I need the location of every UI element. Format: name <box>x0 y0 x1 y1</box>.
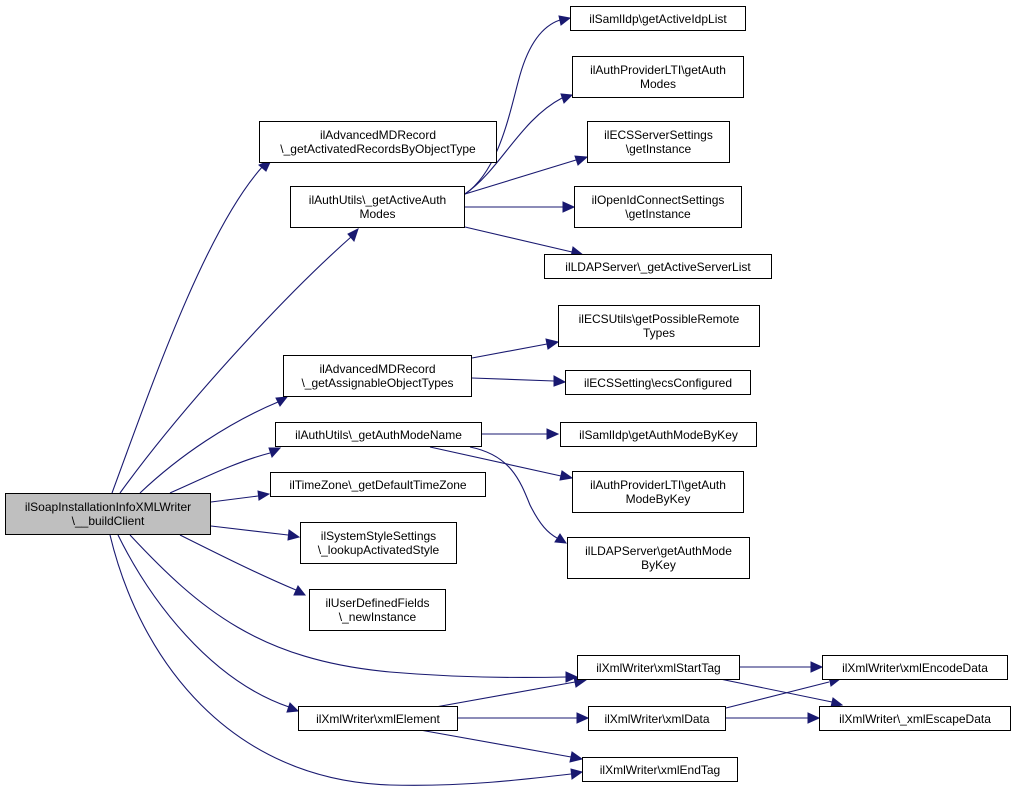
edge-xml_data-xml_escape <box>726 712 821 724</box>
node-label: ilXmlWriter\_xmlEscapeData <box>839 711 991 726</box>
edge-au_modename-lti_bykey <box>429 446 574 481</box>
node-label: ilSystemStyleSettings <box>320 529 437 543</box>
node-samlidp-getactiveidplist[interactable]: ilSamlIdp\getActiveIdpList <box>570 6 746 31</box>
edge-amd_assign-ecs_conf <box>471 375 567 387</box>
node-openidconnectsettings-getinstance[interactable]: ilOpenIdConnectSettings \getInstance <box>574 186 742 228</box>
node-userdefinedfields-newinstance[interactable]: ilUserDefinedFields \_newInstance <box>309 589 446 631</box>
node-xmlwriter-xmlstarttag[interactable]: ilXmlWriter\xmlStartTag <box>577 655 740 680</box>
node-label: ByKey <box>641 558 676 572</box>
node-label: ilLDAPServer\getAuthMode <box>585 544 732 558</box>
node-label: ilTimeZone\_getDefaultTimeZone <box>289 477 467 492</box>
edge-au_getact-lti_modes <box>464 93 574 195</box>
node-xmlwriter-xmlescapedata[interactable]: ilXmlWriter\_xmlEscapeData <box>819 706 1011 731</box>
node-label: Types <box>642 326 675 340</box>
edge-root-au_modename <box>169 447 282 494</box>
node-ldapserver-getactiveserverlist[interactable]: ilLDAPServer\_getActiveServerList <box>544 254 772 279</box>
node-label: ilSamlIdp\getAuthModeByKey <box>579 427 738 442</box>
node-label: ilXmlWriter\xmlData <box>604 711 710 726</box>
node-xmlwriter-xmldata[interactable]: ilXmlWriter\xmlData <box>588 706 726 731</box>
node-label: ilXmlWriter\xmlEndTag <box>599 762 721 777</box>
node-label: \_lookupActivatedStyle <box>317 543 440 557</box>
edge-root-xml_end <box>109 534 584 786</box>
node-xmlwriter-xmlelement[interactable]: ilXmlWriter\xmlElement <box>298 706 458 731</box>
node-label: ilAuthUtils\_getActiveAuth <box>308 193 447 207</box>
node-label: ilAuthUtils\_getAuthModeName <box>295 427 462 442</box>
edge-root-au_getact <box>119 228 359 494</box>
edge-xml_start-xml_encode <box>740 661 824 673</box>
node-label: Modes <box>359 207 396 221</box>
node-label: ilUserDefinedFields <box>325 596 430 610</box>
edge-au_getact-oidc_inst <box>465 201 576 213</box>
node-advancedmdrecord-getactivatedrecordsbyobjecttype[interactable]: ilAdvancedMDRecord \_getActivatedRecords… <box>259 121 497 163</box>
node-label: \getInstance <box>625 207 691 221</box>
edge-au_modename-saml_bykey <box>482 428 560 440</box>
edge-root-udf_new <box>179 534 307 596</box>
node-label: ilOpenIdConnectSettings <box>591 193 725 207</box>
edge-xml_element-xml_data <box>458 712 590 724</box>
node-label: ilECSServerSettings <box>604 128 713 142</box>
node-authproviderlti-getauthmodebykey[interactable]: ilAuthProviderLTI\getAuth ModeByKey <box>572 471 744 513</box>
node-ecsserversettings-getinstance[interactable]: ilECSServerSettings \getInstance <box>587 121 730 163</box>
node-label: ilXmlWriter\xmlElement <box>316 711 440 726</box>
edge-au_getact-ecs_inst <box>464 155 589 195</box>
edge-xml_data-xml_encode <box>725 676 842 709</box>
node-label: ilAdvancedMDRecord <box>319 362 436 376</box>
edge-au_modename-ldap_bykey <box>469 446 567 544</box>
node-xmlwriter-xmlendtag[interactable]: ilXmlWriter\xmlEndTag <box>582 757 738 782</box>
node-label: ilSamlIdp\getActiveIdpList <box>589 11 727 26</box>
node-label: ilAuthProviderLTI\getAuth <box>590 63 726 77</box>
node-label: ModeByKey <box>625 492 691 506</box>
edge-root-amd_getact <box>111 159 272 494</box>
node-label: ilXmlWriter\xmlStartTag <box>596 660 721 675</box>
node-label: ilECSSetting\ecsConfigured <box>583 375 733 390</box>
node-authproviderlti-getauthmodes[interactable]: ilAuthProviderLTI\getAuth Modes <box>572 56 744 98</box>
edge-root-sss_lookup <box>210 525 301 541</box>
node-ecssetting-ecsconfigured[interactable]: ilECSSetting\ecsConfigured <box>565 370 751 395</box>
node-label: \getInstance <box>625 142 692 156</box>
node-systemstylesettings-lookupactivatedstyle[interactable]: ilSystemStyleSettings \_lookupActivatedS… <box>300 522 457 564</box>
node-label: ilAdvancedMDRecord <box>319 128 437 142</box>
edge-root-xml_start <box>129 534 579 683</box>
node-xmlwriter-xmlencodedata[interactable]: ilXmlWriter\xmlEncodeData <box>822 655 1008 680</box>
node-label: ilAuthProviderLTI\getAuth <box>590 478 726 492</box>
edge-xml_element-xml_end <box>419 729 584 763</box>
node-label: \_newInstance <box>338 610 417 624</box>
node-samlidp-getauthmodebykey[interactable]: ilSamlIdp\getAuthModeByKey <box>560 422 757 447</box>
node-advancedmdrecord-getassignableobjecttypes[interactable]: ilAdvancedMDRecord \_getAssignableObject… <box>283 355 472 397</box>
node-label: \_getAssignableObjectTypes <box>301 376 454 390</box>
edge-root-xml_element <box>117 534 300 713</box>
node-authutils-getauthmodename[interactable]: ilAuthUtils\_getAuthModeName <box>275 422 482 447</box>
node-label: \_getActivatedRecordsByObjectType <box>280 142 476 156</box>
node-ecsutils-getpossibleremotetypes[interactable]: ilECSUtils\getPossibleRemote Types <box>558 305 760 347</box>
node-root-build-client[interactable]: ilSoapInstallationInfoXMLWriter \__build… <box>5 493 211 535</box>
node-label: Modes <box>639 77 677 91</box>
node-label: \__buildClient <box>71 514 145 528</box>
edge-xml_element-xml_start <box>429 676 588 709</box>
edge-au_getact-saml_list <box>464 15 572 195</box>
node-label: ilECSUtils\getPossibleRemote <box>578 312 740 326</box>
node-label: ilXmlWriter\xmlEncodeData <box>842 660 988 675</box>
edge-au_getact-ldap_list <box>464 226 585 258</box>
edge-amd_assign-ecsu_types <box>471 338 560 359</box>
edge-root-amd_assign <box>139 396 289 494</box>
node-label: ilSoapInstallationInfoXMLWriter <box>24 500 192 514</box>
node-timezone-getdefaulttimezone[interactable]: ilTimeZone\_getDefaultTimeZone <box>270 472 486 497</box>
edge-root-tz_default <box>210 490 271 503</box>
node-authutils-getactiveauthmodes[interactable]: ilAuthUtils\_getActiveAuth Modes <box>290 186 465 228</box>
node-ldapserver-getauthmodebykey[interactable]: ilLDAPServer\getAuthMode ByKey <box>567 537 750 579</box>
node-label: ilLDAPServer\_getActiveServerList <box>565 259 751 274</box>
